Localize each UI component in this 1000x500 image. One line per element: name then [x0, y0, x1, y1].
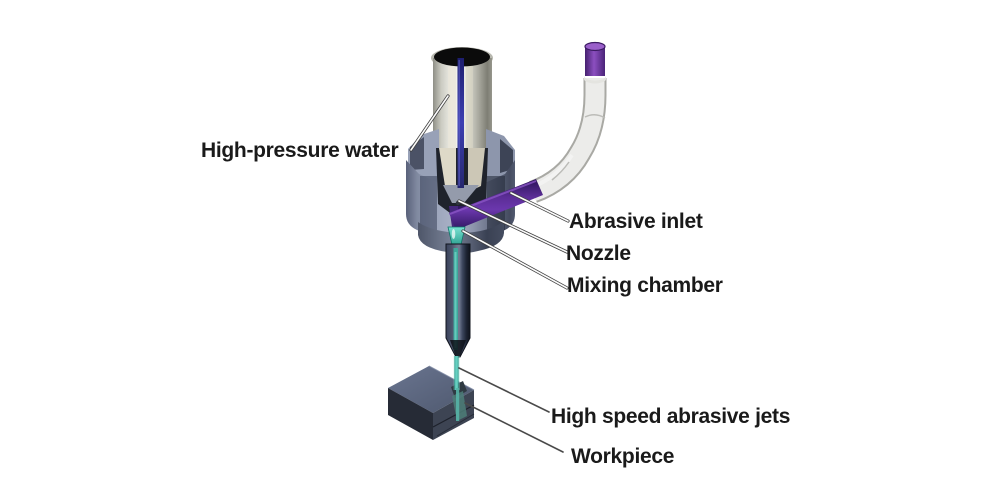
abrasive-media-tip: [584, 41, 606, 84]
leader-workpiece: [464, 402, 564, 453]
label-high-pressure-water: High-pressure water: [201, 139, 399, 162]
label-nozzle: Nozzle: [566, 242, 631, 265]
leader-high-speed-jets: [458, 367, 550, 413]
water-orifice-funnel: [443, 185, 479, 203]
abrasive-jet: [453, 356, 460, 421]
label-workpiece: Workpiece: [571, 445, 675, 468]
water-tube: [457, 58, 464, 188]
workpiece-top-face: [388, 366, 474, 413]
leader-lines: [409, 94, 570, 453]
label-mixing-chamber: Mixing chamber: [567, 274, 723, 297]
label-abrasive-inlet: Abrasive inlet: [569, 210, 703, 233]
label-high-speed-abrasive-jets: High speed abrasive jets: [551, 405, 791, 428]
nozzle-tube: [445, 243, 471, 358]
cylinder-opening: [434, 47, 490, 67]
abrasive-inlet-tube: [449, 179, 543, 230]
workpiece-block: [388, 365, 475, 440]
abrasive-feed-pipe: [528, 41, 607, 203]
workpiece-left-face: [388, 388, 433, 440]
